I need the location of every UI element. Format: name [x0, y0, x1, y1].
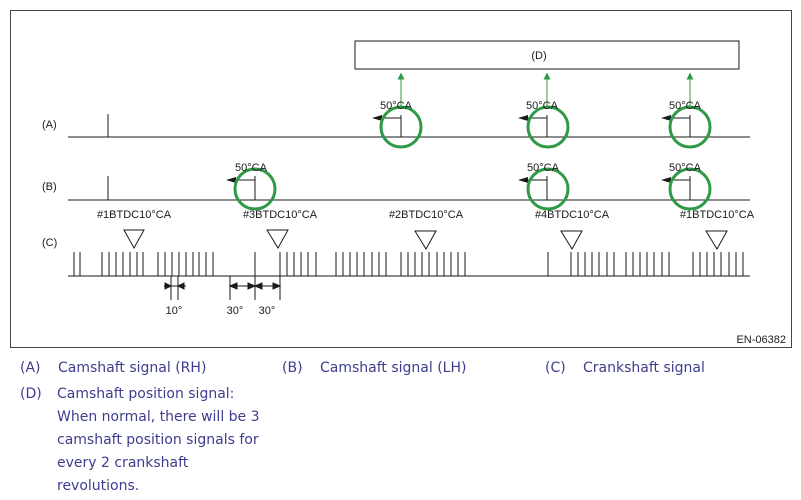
row-label-a: (A)	[42, 119, 57, 131]
dimension-30deg-pair	[228, 276, 282, 300]
legend-text-line: camshaft position signals for	[57, 432, 259, 448]
tdc-marker-1	[123, 229, 145, 250]
legend-text-line: Camshaft position signal:	[57, 386, 235, 402]
dimension-label-30-a: 30°	[227, 305, 244, 317]
angle-label: 50°CA	[669, 162, 702, 174]
legend-text-line: every 2 crankshaft	[57, 455, 189, 471]
cam-pulse-b1: 50°CA	[226, 162, 277, 211]
signal-timing-diagram: (D) (A) (B) (C) 50°CA 50°CA 50°CA	[10, 10, 792, 348]
legend-key: (A)	[20, 360, 41, 376]
row-label-c: (C)	[42, 237, 57, 249]
tdc-marker-5	[705, 230, 728, 250]
dimension-label-30-b: 30°	[259, 305, 276, 317]
legend-text: Camshaft signal (RH)	[58, 360, 207, 376]
legend-item-b: (B) Camshaft signal (LH)	[282, 357, 466, 380]
tdc-label-3: #2BTDC10°CA	[389, 209, 464, 221]
legend-item-c: (C) Crankshaft signal	[545, 357, 705, 380]
dimension-label-10: 10°	[166, 305, 183, 317]
angle-label: 50°CA	[235, 162, 268, 174]
tdc-label-2: #3BTDC10°CA	[243, 209, 318, 221]
diagram-canvas: (D) (A) (B) (C) 50°CA 50°CA 50°CA	[10, 10, 792, 348]
angle-label: 50°CA	[526, 100, 559, 112]
tdc-label-1: #1BTDC10°CA	[97, 209, 172, 221]
box-d	[354, 40, 740, 70]
legend-text-line: When normal, there will be 3	[57, 409, 260, 425]
angle-label: 50°CA	[380, 100, 413, 112]
tdc-marker-4	[560, 230, 583, 250]
tdc-label-5: #1BTDC10°CA	[680, 209, 755, 221]
row-label-b: (B)	[42, 181, 57, 193]
legend-text-line: revolutions.	[57, 478, 140, 494]
legend-text: Camshaft signal (LH)	[320, 360, 467, 376]
tdc-label-4: #4BTDC10°CA	[535, 209, 610, 221]
crankshaft-teeth	[73, 252, 744, 276]
legend-key: (B)	[282, 360, 303, 376]
legend-item-a: (A) Camshaft signal (RH)	[20, 357, 206, 380]
cam-pulse-b3: 50°CA	[661, 162, 712, 211]
cam-pulse-a3: 50°CA	[661, 72, 712, 149]
legend-key: (D)	[20, 386, 42, 402]
legend-text: Crankshaft signal	[583, 360, 705, 376]
dimension-10deg	[164, 276, 186, 300]
box-d-label: (D)	[531, 50, 546, 62]
tdc-marker-3	[414, 230, 437, 250]
angle-label: 50°CA	[527, 162, 560, 174]
angle-label: 50°CA	[669, 100, 702, 112]
legend-item-d: (D) Camshaft position signal: When norma…	[20, 383, 290, 498]
tdc-marker-2	[266, 229, 289, 249]
legend-key: (C)	[545, 360, 566, 376]
cam-pulse-a1: 50°CA	[372, 72, 423, 149]
figure-code: EN-06382	[736, 334, 786, 346]
cam-pulse-a2: 50°CA	[518, 72, 570, 149]
cam-pulse-b2: 50°CA	[518, 162, 570, 211]
